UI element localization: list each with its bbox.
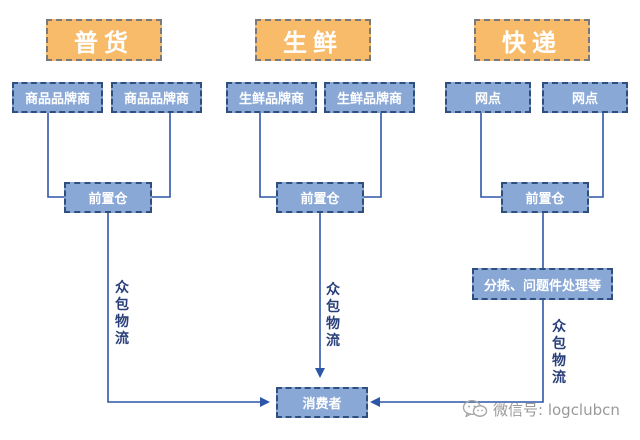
connector-source-4-to-warehouse-2 [361, 112, 382, 198]
source-node-outlet-1: 网点 [445, 82, 531, 113]
connector-source-2-to-warehouse-1 [150, 112, 171, 198]
category-general: 普货 [46, 19, 162, 61]
category-express: 快递 [474, 19, 590, 61]
edge-label-crowdsourced-logistics-1: 众包物流 [115, 280, 129, 347]
sorting-node: 分拣、问题件处理等 [472, 268, 613, 300]
watermark-text: 微信号: logclubcn [493, 400, 620, 419]
category-fresh: 生鲜 [255, 19, 371, 61]
source-node-fresh-brand-1: 生鲜品牌商 [226, 82, 317, 113]
source-node-outlet-2: 网点 [542, 82, 628, 113]
edge-label-crowdsourced-logistics-3: 众包物流 [552, 319, 566, 386]
connector-source-3-to-warehouse-2 [259, 112, 278, 198]
watermark: 微信号: logclubcn [462, 397, 620, 421]
consumer-node: 消费者 [276, 387, 368, 418]
connector-warehouse-1-to-consumer [107, 212, 270, 407]
edge-label-crowdsourced-logistics-2: 众包物流 [326, 282, 340, 349]
connector-sorting-to-consumer [370, 300, 544, 407]
connector-source-1-to-warehouse-1 [47, 112, 66, 198]
front-warehouse-fresh: 前置仓 [276, 182, 364, 213]
connector-source-5-to-warehouse-3 [480, 112, 503, 198]
source-node-brand-1: 商品品牌商 [12, 82, 103, 113]
source-node-fresh-brand-2: 生鲜品牌商 [324, 82, 415, 113]
front-warehouse-express: 前置仓 [501, 182, 589, 213]
connector-source-6-to-warehouse-3 [586, 112, 604, 198]
wechat-icon [462, 399, 488, 419]
front-warehouse-general: 前置仓 [64, 182, 152, 213]
source-node-brand-2: 商品品牌商 [111, 82, 202, 113]
